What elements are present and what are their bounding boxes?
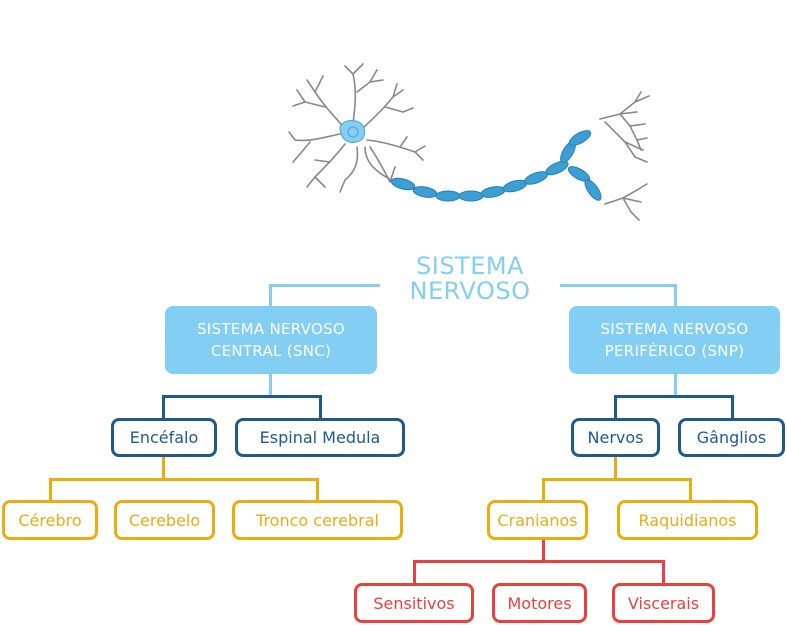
node-cerebro[interactable]: Cérebro [2, 500, 98, 540]
connector-to-cranianos [542, 478, 545, 500]
node-motores[interactable]: Motores [492, 583, 587, 623]
snc-line-1: SISTEMA NERVOSO [196, 320, 345, 338]
raquidianos-label: Raquidianos [638, 510, 737, 530]
diagram-title: SISTEMA NERVOSO [380, 254, 560, 304]
snp-line-2: PERIFÉRICO (SNP) [604, 342, 745, 360]
viscerais-label: Viscerais [627, 593, 700, 613]
tronco-cerebral-label: Tronco cerebral [256, 510, 379, 530]
encefalo-label: Encéfalo [129, 428, 199, 447]
cerebro-label: Cérebro [18, 510, 82, 530]
node-cranianos[interactable]: Cranianos [487, 500, 588, 540]
node-ganglios[interactable]: Gânglios [678, 418, 785, 457]
connector-root-left [269, 284, 409, 287]
connector-to-cerebro [49, 478, 52, 500]
connector-to-raquidianos [689, 478, 692, 500]
node-encefalo[interactable]: Encéfalo [111, 418, 217, 457]
connector-nervos-children [542, 478, 692, 481]
node-sensitivos[interactable]: Sensitivos [354, 583, 474, 623]
connector-nervos-down [614, 457, 617, 479]
node-raquidianos[interactable]: Raquidianos [617, 500, 758, 540]
soma [339, 119, 366, 143]
connector-to-tronco [316, 478, 319, 500]
connector-to-ganglios [731, 395, 734, 418]
connector-cranianos-down [542, 540, 545, 562]
connector-to-snc [269, 284, 272, 306]
title-line-2: NERVOSO [409, 277, 531, 305]
connector-to-espinal [319, 395, 322, 418]
connector-snc-children [162, 395, 322, 398]
connector-encefalo-down [162, 457, 165, 479]
connector-snp-down [674, 374, 677, 396]
connector-to-nervos [614, 395, 617, 418]
connector-to-encefalo [162, 395, 165, 418]
neuron-icon [288, 63, 650, 221]
connector-to-sensitivos [413, 560, 416, 583]
cerebelo-label: Cerebelo [128, 510, 201, 530]
node-cerebelo[interactable]: Cerebelo [114, 500, 215, 540]
node-viscerais[interactable]: Viscerais [612, 583, 715, 623]
connector-cranianos-children [413, 560, 665, 563]
espinal-medula-label: Espinal Medula [259, 428, 381, 447]
motores-label: Motores [507, 593, 572, 613]
cranianos-label: Cranianos [497, 510, 578, 530]
node-tronco-cerebral[interactable]: Tronco cerebral [232, 500, 403, 540]
connector-encefalo-children [49, 478, 319, 481]
title-line-1: SISTEMA [416, 252, 524, 280]
node-espinal-medula[interactable]: Espinal Medula [235, 418, 405, 457]
connector-snc-down [269, 374, 272, 396]
connector-root-right [535, 284, 677, 287]
ganglios-label: Gânglios [696, 428, 767, 447]
sensitivos-label: Sensitivos [373, 593, 455, 613]
snp-line-1: SISTEMA NERVOSO [600, 320, 749, 338]
snc-node[interactable]: SISTEMA NERVOSO CENTRAL (SNC) [165, 306, 377, 374]
node-nervos[interactable]: Nervos [571, 418, 660, 457]
snc-line-2: CENTRAL (SNC) [210, 342, 332, 360]
connector-snp-children [614, 395, 734, 398]
snp-node[interactable]: SISTEMA NERVOSO PERIFÉRICO (SNP) [569, 306, 780, 374]
connector-to-snp [674, 284, 677, 306]
nervos-label: Nervos [587, 428, 644, 447]
connector-to-viscerais [662, 560, 665, 583]
